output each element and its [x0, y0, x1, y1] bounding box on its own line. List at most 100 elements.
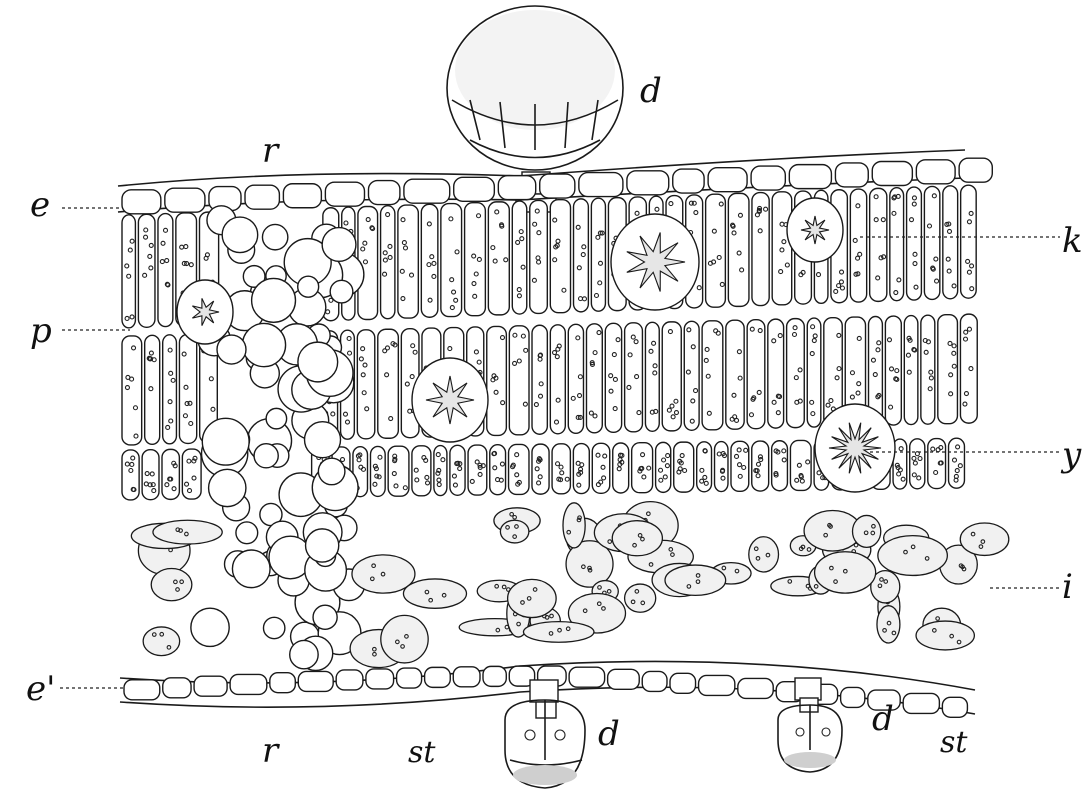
palisade-cell	[421, 204, 438, 317]
crystal-druse	[426, 376, 474, 424]
lower-epidermis-cell	[194, 676, 227, 696]
bundle-cell	[236, 522, 258, 544]
epidermis-cell	[872, 162, 912, 186]
bundle-cell	[191, 608, 229, 646]
palisade-cell	[162, 449, 179, 499]
bundle-cell	[306, 529, 339, 562]
palisade-cell	[532, 444, 549, 494]
palisade-cell	[645, 322, 659, 431]
lower-epidermis-cell	[366, 669, 394, 689]
lower-epidermis-cell	[397, 668, 422, 688]
label-st-left: st	[408, 735, 436, 770]
palisade-cell	[509, 326, 529, 435]
bundle-cell	[298, 276, 319, 297]
palisade-cell	[961, 185, 977, 298]
spongy-cell	[500, 520, 528, 543]
epidermis-cell	[789, 165, 831, 189]
palisade-cell	[728, 193, 749, 306]
crystal-druse	[801, 216, 829, 244]
label-d-bottom-right: d	[872, 699, 894, 739]
bundle-cell	[318, 458, 345, 485]
lower-epidermis-cell	[903, 693, 939, 713]
lower-epidermis-cell	[699, 675, 735, 695]
bundle-cell	[217, 335, 246, 364]
label-e-lower: e'	[26, 669, 55, 709]
spongy-cell	[563, 503, 585, 548]
epidermis-cell	[325, 182, 364, 206]
epidermis-cell	[498, 176, 535, 200]
palisade-cell	[890, 188, 904, 301]
label-k: k	[1062, 221, 1083, 261]
lower-epidermis-cell	[230, 674, 267, 694]
palisade-cell	[158, 214, 173, 327]
bundle-cell	[232, 550, 270, 588]
epidermis-cell	[404, 179, 450, 203]
palisade-cell	[904, 316, 918, 425]
palisade-cell	[370, 446, 385, 496]
bundle-cell	[242, 323, 285, 366]
lower-epidermis-cell	[841, 687, 865, 707]
palisade-cell	[706, 194, 726, 307]
epidermis-cell	[673, 169, 704, 193]
lower-epidermis-cell	[642, 671, 667, 691]
epidermis-cell	[122, 190, 161, 214]
bundle-cell	[209, 469, 246, 506]
epidermis-cell	[579, 173, 623, 197]
palisade-cell	[715, 442, 728, 492]
bundle-cell	[252, 278, 296, 322]
lower-epidermis-cell	[453, 667, 480, 687]
epidermis-cell	[540, 174, 575, 198]
bundle-cell	[330, 280, 353, 303]
palisade-cell	[870, 188, 887, 301]
palisade-cell	[747, 320, 765, 429]
palisade-cell	[684, 321, 699, 430]
lower-epidermis-cell	[483, 666, 506, 686]
label-d-bottom-left: d	[598, 714, 620, 754]
label-y: y	[1060, 435, 1082, 475]
palisade-cell	[573, 444, 589, 494]
label-i: i	[1062, 567, 1073, 607]
label-p: p	[30, 311, 52, 351]
bundle-cell	[262, 224, 287, 249]
palisade-cell	[450, 445, 465, 495]
epidermis-cell	[708, 168, 747, 192]
bundle-cell	[202, 418, 249, 465]
epidermis-cell	[959, 158, 992, 182]
spongy-cell	[403, 579, 466, 608]
palisade-cell	[122, 336, 142, 445]
palisade-cell	[772, 441, 788, 491]
spongy-cell	[508, 579, 557, 617]
palisade-cell	[357, 330, 374, 439]
spongy-cell	[749, 537, 779, 572]
bundle-cell	[305, 422, 341, 458]
spongy-cell	[916, 621, 974, 650]
lower-epidermis-cell	[608, 669, 640, 689]
bundle-cell	[266, 408, 287, 429]
epidermis-cell	[751, 166, 785, 190]
palisade-cell	[509, 444, 529, 494]
spongy-mesophyll	[131, 502, 1008, 668]
epidermis-cell	[454, 177, 495, 201]
palisade-cell	[586, 324, 602, 433]
palisade-cell	[787, 319, 805, 428]
label-d-top: d	[640, 71, 662, 111]
lower-epidermis-cell	[163, 678, 191, 698]
palisade-cell	[702, 321, 723, 430]
lower-epidermis-cell	[569, 667, 605, 687]
epidermis-cell	[368, 181, 399, 205]
lower-epidermis-cell	[298, 671, 333, 691]
palisade-cell	[550, 325, 565, 434]
lower-epidermis-cell	[738, 678, 773, 698]
palisade-cell	[674, 442, 694, 492]
palisade-cell	[179, 334, 196, 443]
spongy-cell	[151, 568, 192, 600]
palisade-cell	[487, 326, 507, 435]
epidermis-cell	[283, 184, 321, 208]
palisade-cell	[530, 200, 548, 313]
epidermis-cell	[165, 188, 205, 212]
epidermis-cell	[916, 160, 955, 184]
palisade-cell	[122, 215, 135, 328]
lower-epidermis-cell	[270, 673, 295, 693]
palisade-cell	[907, 187, 922, 300]
lower-epidermis-cell	[336, 670, 363, 690]
